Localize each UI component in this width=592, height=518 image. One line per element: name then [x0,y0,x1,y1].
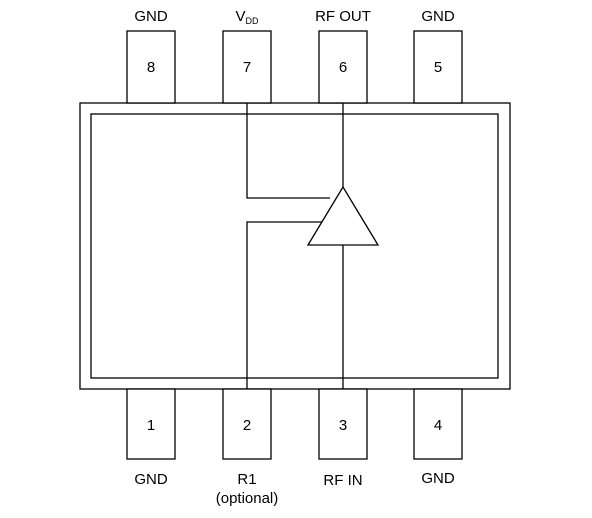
pin-1: 1 [126,388,176,460]
pin-5-number: 5 [434,59,442,76]
pin-8-body [126,30,176,104]
pin-8-number: 8 [147,59,155,76]
r1-wire [246,221,325,389]
pin-7-body [222,30,272,104]
pin-2-label-note: (optional) [215,490,279,507]
pin-8-label: GND [134,8,168,25]
pin-3: 3 [318,388,368,460]
package-outline [79,102,511,390]
vdd-wire [246,103,330,199]
pin-7: 7 [222,30,272,104]
pin-6-label: RF OUT [315,8,371,25]
pin-3-number: 3 [339,417,347,434]
pin-2-body [222,388,272,460]
pin-5-body [413,30,463,104]
pin-2-number: 2 [243,417,251,434]
package-inner-outline [90,113,499,379]
pin-6: 6 [318,30,368,104]
pin-4: 4 [413,388,463,460]
pin-3-body [318,388,368,460]
pin-5-label: GND [421,8,455,25]
pin-4-number: 4 [434,417,442,434]
pin-4-label: GND [421,470,455,487]
pin-6-number: 6 [339,59,347,76]
pin-2: 2 [222,388,272,460]
pin-7-label-main: V [235,8,246,25]
internal-wiring [246,103,344,389]
pin-4-body [413,388,463,460]
pin-7-number: 7 [243,59,251,76]
pin-1-label: GND [134,471,168,488]
pin-1-number: 1 [147,417,155,434]
amplifier-triangle-icon [306,185,380,246]
pin-3-label: RF IN [323,472,363,489]
pin-7-label: VDD [235,8,258,26]
pin-2-label: R1 [237,471,257,488]
pin-1-body [126,388,176,460]
pin-8: 8 [126,30,176,104]
pin-5: 5 [413,30,463,104]
pin-7-label-subscript: DD [245,16,259,26]
